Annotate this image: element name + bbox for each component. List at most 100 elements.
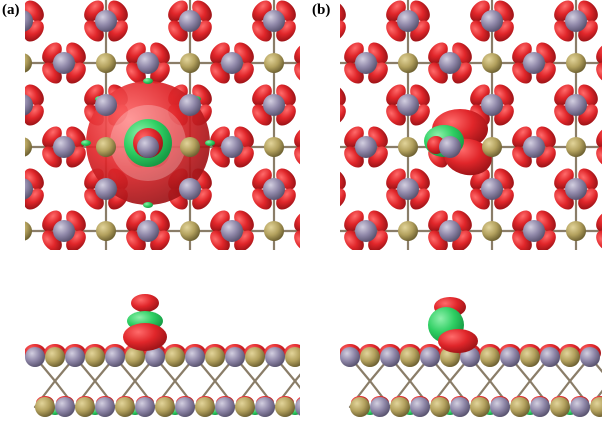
metal-atom (179, 10, 201, 32)
charge-accumulation-lobe (340, 20, 346, 42)
metal-atom (450, 397, 470, 417)
metal-atom (95, 10, 117, 32)
charge-accumulation-lobe (596, 126, 602, 148)
charge-accumulation-lobe (294, 230, 300, 250)
charge-accumulation-lobe (596, 210, 602, 232)
metal-atom (25, 347, 45, 367)
chalcogen-atom (430, 397, 450, 417)
metal-atom (439, 52, 461, 74)
charge-accumulation-lobe (340, 104, 346, 126)
metal-atom (175, 397, 195, 417)
charge-accumulation-lobe (364, 0, 392, 3)
panel-b-top-view-figure (340, 0, 602, 250)
metal-atom (490, 397, 510, 417)
metal-atom (570, 397, 590, 417)
metal-atom (295, 398, 300, 416)
metal-atom (481, 178, 503, 200)
chalcogen-atom (482, 221, 502, 241)
metal-atom (380, 347, 400, 367)
metal-atom (263, 178, 285, 200)
chalcogen-atom (264, 137, 284, 157)
metal-atom (263, 94, 285, 116)
charge-accumulation-lobe (294, 42, 300, 64)
panel-b-side-view (340, 285, 602, 428)
chalcogen-atom (205, 347, 225, 367)
chalcogen-atom (35, 397, 55, 417)
metal-atom (481, 10, 503, 32)
charge-accumulation-lobe (206, 0, 234, 3)
panel-a-top-view (25, 0, 300, 250)
charge-accumulation-lobe (406, 249, 434, 250)
chalcogen-atom (115, 397, 135, 417)
charge-accumulation-lobe (294, 62, 300, 84)
charge-accumulation-lobe (122, 0, 150, 3)
metal-atom (565, 178, 587, 200)
metal-atom (410, 397, 430, 417)
metal-atom (397, 178, 419, 200)
chalcogen-atom (264, 53, 284, 73)
chalcogen-atom (25, 221, 32, 241)
panel-b-label: (b) (312, 2, 331, 18)
chalcogen-atom (480, 347, 500, 367)
metal-atom (523, 220, 545, 242)
charge-depletion-spot (81, 140, 91, 146)
metal-atom (225, 347, 245, 367)
charge-accumulation-lobe (382, 249, 410, 250)
metal-atom (355, 52, 377, 74)
chalcogen-atom (180, 137, 200, 157)
chalcogen-atom (25, 53, 32, 73)
chalcogen-atom (96, 137, 116, 157)
charge-accumulation-lobe (596, 42, 602, 64)
charge-accumulation-lobe (340, 168, 346, 190)
chalcogen-atom (398, 221, 418, 241)
bond (293, 379, 300, 390)
metal-atom (137, 220, 159, 242)
chalcogen-atom (360, 347, 380, 367)
chalcogen-atom (482, 53, 502, 73)
chalcogen-atom (85, 347, 105, 367)
chalcogen-atom (195, 397, 215, 417)
metal-atom (179, 94, 201, 116)
chalcogen-atom (165, 347, 185, 367)
charge-accumulation-lobe (340, 249, 350, 250)
charge-accumulation-lobe (424, 0, 452, 3)
charge-accumulation-lobe (38, 0, 66, 3)
charge-depletion-spot (143, 78, 153, 84)
metal-atom (500, 347, 520, 367)
metal-atom (530, 397, 550, 417)
adsorbate-charge-bottom (438, 329, 478, 353)
panel-a-side-view (25, 285, 300, 428)
metal-atom (137, 136, 159, 158)
metal-atom (25, 178, 33, 200)
chalcogen-atom (96, 53, 116, 73)
charge-accumulation-lobe (340, 0, 346, 22)
metal-atom (179, 178, 201, 200)
metal-atom (25, 94, 33, 116)
metal-atom (221, 52, 243, 74)
chalcogen-atom (510, 397, 530, 417)
chalcogen-atom (566, 221, 586, 241)
panel-a-side-view-figure (25, 294, 300, 417)
metal-atom (580, 347, 600, 367)
charge-accumulation-lobe (80, 249, 108, 250)
metal-atom (481, 94, 503, 116)
panel-a-top-view-figure (25, 0, 300, 250)
metal-atom (95, 178, 117, 200)
charge-accumulation-lobe (550, 249, 578, 250)
adsorbate-charge-top (131, 294, 159, 312)
metal-atom (340, 347, 360, 367)
metal-atom (137, 52, 159, 74)
chalcogen-atom (96, 221, 116, 241)
metal-atom (355, 220, 377, 242)
charge-accumulation-lobe (592, 0, 602, 3)
metal-atom (53, 136, 75, 158)
metal-atom (439, 220, 461, 242)
metal-atom (53, 220, 75, 242)
metal-atom (523, 136, 545, 158)
metal-atom (135, 397, 155, 417)
metal-atom (25, 10, 33, 32)
metal-atom (145, 347, 165, 367)
charge-accumulation-lobe (230, 0, 258, 3)
chalcogen-atom (155, 397, 175, 417)
metal-atom (95, 94, 117, 116)
